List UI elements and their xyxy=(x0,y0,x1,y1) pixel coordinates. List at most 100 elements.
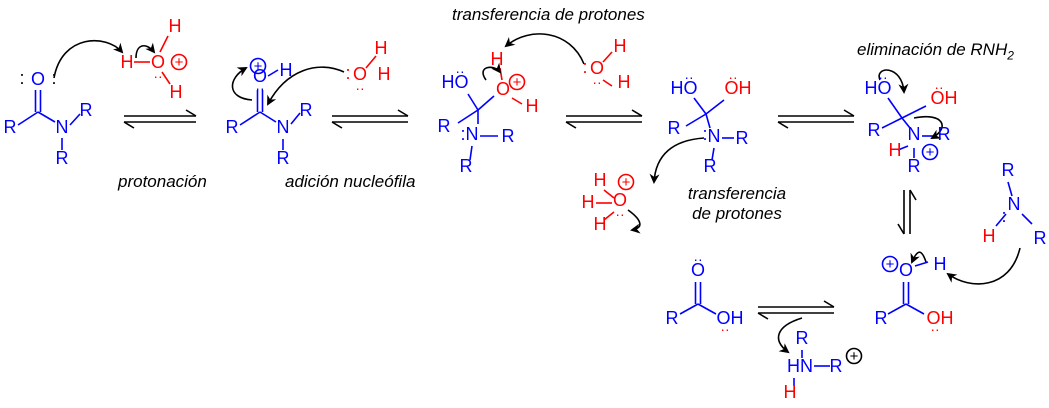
caption-proton-transfer-line1: transferencia xyxy=(687,184,787,203)
caption-elimination-text: eliminación de RNH xyxy=(857,40,1008,59)
protamide-r: R xyxy=(226,117,239,137)
equilibrium-5-dn-barb xyxy=(897,223,905,235)
arrow-n-to-proton xyxy=(649,137,705,184)
tetra1-c-r xyxy=(457,109,479,124)
protamide-n-r1-label: R xyxy=(300,100,313,120)
water2-h-right: H xyxy=(378,64,391,84)
equilibrium-2-fwd-barb xyxy=(397,109,409,117)
caption-elimination-subscript: 2 xyxy=(1007,48,1014,63)
water3-bond-bottom xyxy=(602,79,613,87)
arrow-release-amine xyxy=(777,317,803,354)
bond-lines xyxy=(17,69,1033,386)
tetra1-oh2-bond-right xyxy=(511,97,523,105)
amide-n-r2-label: R xyxy=(56,148,69,168)
arrow-pi-to-oxygen xyxy=(231,67,253,101)
tetra1-oh2-charge: + xyxy=(513,74,522,91)
protamide-charge: + xyxy=(254,58,263,75)
hydronium1-h-bottom: H xyxy=(170,82,183,102)
tetra3-n-h xyxy=(897,145,909,151)
equilibrium-4-fwd-barb xyxy=(843,109,855,117)
hydronium4-o: O xyxy=(613,190,627,210)
tetra1-ho: HO xyxy=(442,72,469,92)
protamide-c-n xyxy=(259,111,277,123)
amide-r: R xyxy=(4,117,17,137)
hydronium1-o-lp: ·· xyxy=(153,68,162,84)
protacid-c-oh xyxy=(905,303,925,315)
tetra1-n-r2 xyxy=(469,145,473,161)
arrow-nucleophilic-attack xyxy=(267,66,345,106)
hydronium1-o: O xyxy=(151,52,165,72)
ammonium-r-right: R xyxy=(830,356,843,376)
ammonium-r-top: R xyxy=(796,328,809,348)
acid-oh: OH xyxy=(717,308,744,328)
hydronium4-bond-bottom xyxy=(603,211,615,221)
tetra3-oh-lp: ·· xyxy=(934,79,943,95)
amine-r-top: R xyxy=(1002,160,1015,180)
arrow-c-n-break xyxy=(913,115,943,139)
tetra2-n-r2-label: R xyxy=(704,156,717,176)
tetra3-oh: OH xyxy=(931,88,958,108)
tetra1-oh2-h-right: H xyxy=(526,96,539,116)
protamide-n-r1 xyxy=(290,112,301,125)
hydronium1-h-left: H xyxy=(121,52,134,72)
amine-n-h xyxy=(995,213,1007,227)
tetra2-n-lp: : xyxy=(702,124,707,144)
ammonium-charge: + xyxy=(850,348,859,365)
tetra3-c-n xyxy=(901,117,911,129)
tetra2-n-r2 xyxy=(711,147,715,161)
tetra3-ho-lp: ·· xyxy=(878,69,887,85)
amine-n: N xyxy=(1008,194,1021,214)
amide-c-n xyxy=(37,111,56,123)
hydronium1-charge-ring xyxy=(170,53,188,71)
arrow-deprotonation-top xyxy=(504,33,585,65)
protacid-c-r xyxy=(887,303,907,315)
hydronium4-h-left: H xyxy=(582,192,595,212)
hydronium1-bond-top xyxy=(159,35,169,53)
equilibrium-arrows xyxy=(123,109,917,320)
protamide-n-r2-label: R xyxy=(277,148,290,168)
caption-proton-transfer-top: transferencia de protones xyxy=(452,5,645,24)
tetra3-c-r xyxy=(881,117,903,129)
arrow-oh-break-1 xyxy=(135,42,156,59)
protamide-charge-ring xyxy=(249,57,267,75)
tetra1-c-oh xyxy=(467,93,479,111)
caption-proton-transfer-mid: transferencia de protones xyxy=(672,184,802,224)
protamide-h: H xyxy=(280,60,293,80)
water3-bond-top xyxy=(602,51,613,63)
tetra2-c-r xyxy=(685,113,707,127)
equilibrium-3-rev-barb xyxy=(565,121,577,129)
amide-c-r xyxy=(17,111,39,126)
tetra1-n: N xyxy=(466,124,479,144)
tetra1-ho-lp: ·· xyxy=(455,63,464,79)
caption-proton-transfer-line2: de protones xyxy=(692,204,782,223)
amide-oxygen-lp-left: : xyxy=(19,68,24,88)
hydronium1-h-top: H xyxy=(169,16,182,36)
amide-n: N xyxy=(56,117,69,137)
arrow-oh-break-4 xyxy=(627,209,641,234)
ammonium-charge-ring xyxy=(845,347,863,365)
protamide-oh xyxy=(267,69,279,77)
tetra1-oh2-h-top: H xyxy=(491,49,504,69)
hydronium1-bond-bottom xyxy=(161,71,171,85)
arrow-oh-bond-break xyxy=(910,251,927,264)
tetra3-n-charge: + xyxy=(926,144,935,161)
tetra2-ho-lp: ·· xyxy=(684,69,693,85)
tetra3-n-charge-ring xyxy=(921,143,939,161)
tetra2-n-r-label: R xyxy=(736,128,749,148)
amine-h: H xyxy=(983,226,996,246)
water3-h-top: H xyxy=(614,36,627,56)
protamide-c-r xyxy=(239,111,261,126)
protacid-o: O xyxy=(899,260,913,280)
hydronium4-charge: + xyxy=(622,174,631,191)
arrow-amine-deprotonation xyxy=(946,247,1021,285)
tetra3-n-r-label: R xyxy=(938,124,951,144)
tetra2-c-oh xyxy=(705,99,725,115)
water-bond-lines xyxy=(134,35,615,221)
hydronium4-o-lp: ·· xyxy=(615,206,624,222)
tetra2-n: N xyxy=(708,126,721,146)
hydronium4-bond-top xyxy=(603,189,615,199)
hydronium1-charge: + xyxy=(175,54,184,71)
protacid-charge: + xyxy=(886,256,895,273)
